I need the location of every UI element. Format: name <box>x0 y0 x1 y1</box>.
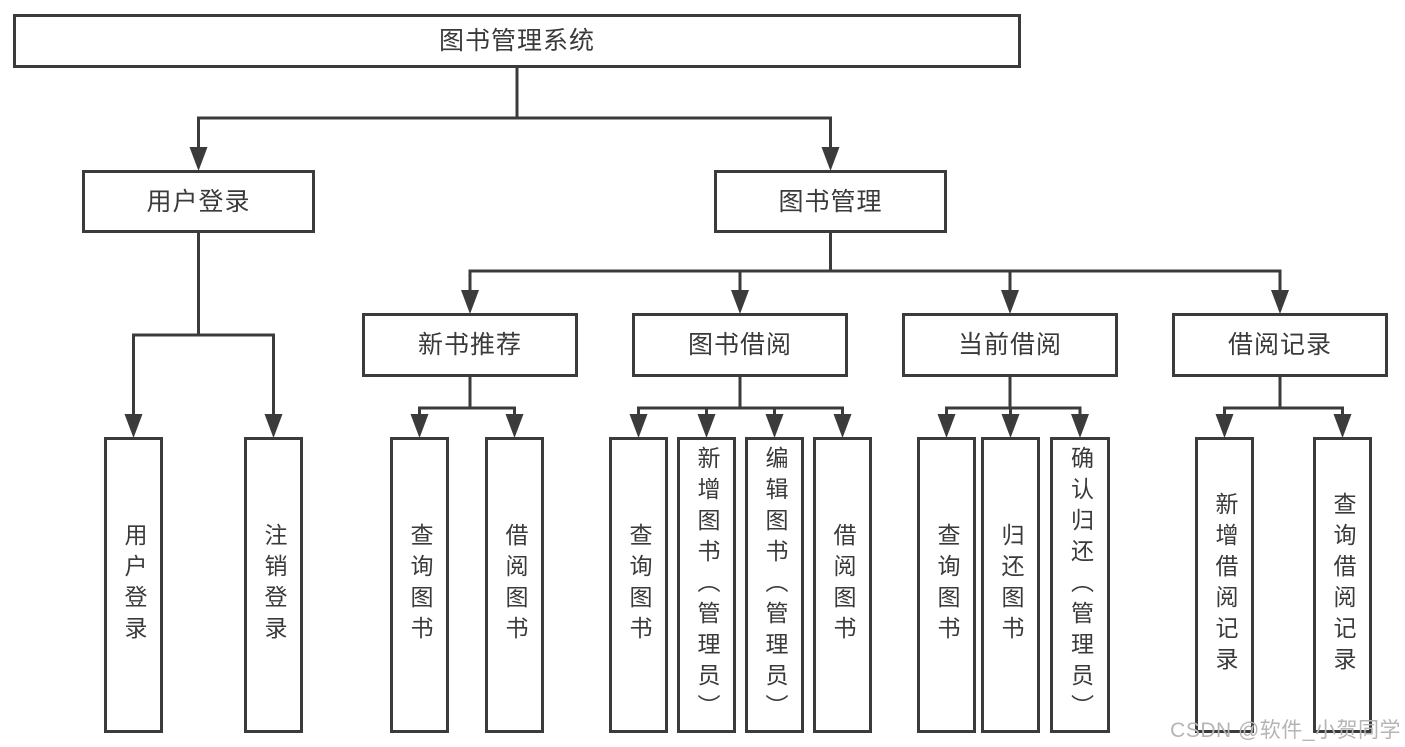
node-borrow-records: 借阅记录 <box>1172 313 1388 377</box>
arrowhead <box>189 147 208 171</box>
arrowhead <box>731 290 749 314</box>
node-label-new-books: 新书推荐 <box>417 331 522 359</box>
node-label-bb-add: 新增图书（管理员） <box>694 445 720 725</box>
node-label-user-login: 用户登录 <box>146 187 251 216</box>
node-label-cb-return: 归还图书 <box>998 523 1024 647</box>
node-leaf-user-login: 用户登录 <box>104 437 163 733</box>
node-label-nb-query: 查询图书 <box>407 523 433 647</box>
arrowhead <box>765 414 784 438</box>
arrowhead <box>1271 290 1289 314</box>
node-label-cb-confirm: 确认归还（管理员） <box>1067 445 1094 725</box>
node-label-bb-borrow: 借阅图书 <box>830 523 856 647</box>
node-label-leaf-logout: 注销登录 <box>261 523 287 647</box>
node-label-cb-query: 查询图书 <box>934 523 960 647</box>
node-label-nb-borrow: 借阅图书 <box>502 523 528 647</box>
node-bb-edit: 编辑图书（管理员） <box>745 437 804 733</box>
node-root: 图书管理系统 <box>13 14 1021 68</box>
arrowhead <box>937 414 956 438</box>
arrowhead <box>410 414 429 438</box>
node-br-query: 查询借阅记录 <box>1313 437 1372 733</box>
arrowhead <box>821 147 840 171</box>
arrowhead <box>1071 414 1089 438</box>
node-br-add: 新增借阅记录 <box>1195 437 1254 733</box>
node-bb-query: 查询图书 <box>609 437 668 733</box>
arrowhead <box>629 414 648 438</box>
node-book-borrow: 图书借阅 <box>632 313 848 377</box>
arrowhead <box>1001 414 1020 438</box>
node-bb-borrow: 借阅图书 <box>813 437 872 733</box>
node-label-borrow-records: 借阅记录 <box>1227 331 1332 359</box>
node-current-borrow: 当前借阅 <box>902 313 1118 377</box>
node-user-login: 用户登录 <box>82 170 315 233</box>
node-label-bb-query: 查询图书 <box>626 523 652 647</box>
node-label-br-query: 查询借阅记录 <box>1330 492 1356 678</box>
node-label-bb-edit: 编辑图书（管理员） <box>762 445 788 725</box>
arrowhead <box>1333 414 1352 438</box>
node-nb-query: 查询图书 <box>390 437 449 733</box>
arrowhead <box>461 290 479 314</box>
node-cb-confirm: 确认归还（管理员） <box>1050 437 1110 733</box>
node-label-leaf-user-login: 用户登录 <box>121 523 147 647</box>
arrowhead <box>833 414 852 438</box>
arrowhead <box>124 414 143 438</box>
node-cb-return: 归还图书 <box>981 437 1040 733</box>
node-cb-query: 查询图书 <box>917 437 976 733</box>
watermark: CSDN @软件_小贺同学 <box>1170 719 1401 742</box>
node-book-mgmt: 图书管理 <box>714 170 947 233</box>
arrowhead <box>1215 414 1234 438</box>
node-label-root: 图书管理系统 <box>438 27 595 55</box>
node-label-book-borrow: 图书借阅 <box>687 331 792 359</box>
arrowhead <box>505 414 524 438</box>
arrowhead <box>697 414 716 438</box>
node-bb-add: 新增图书（管理员） <box>677 437 736 733</box>
arrowhead <box>1001 290 1019 314</box>
node-new-books: 新书推荐 <box>362 313 578 377</box>
node-nb-borrow: 借阅图书 <box>485 437 544 733</box>
arrowhead <box>264 414 283 438</box>
node-label-current-borrow: 当前借阅 <box>957 331 1062 359</box>
node-label-book-mgmt: 图书管理 <box>778 187 883 216</box>
node-label-br-add: 新增借阅记录 <box>1212 492 1238 678</box>
node-leaf-logout: 注销登录 <box>244 437 303 733</box>
